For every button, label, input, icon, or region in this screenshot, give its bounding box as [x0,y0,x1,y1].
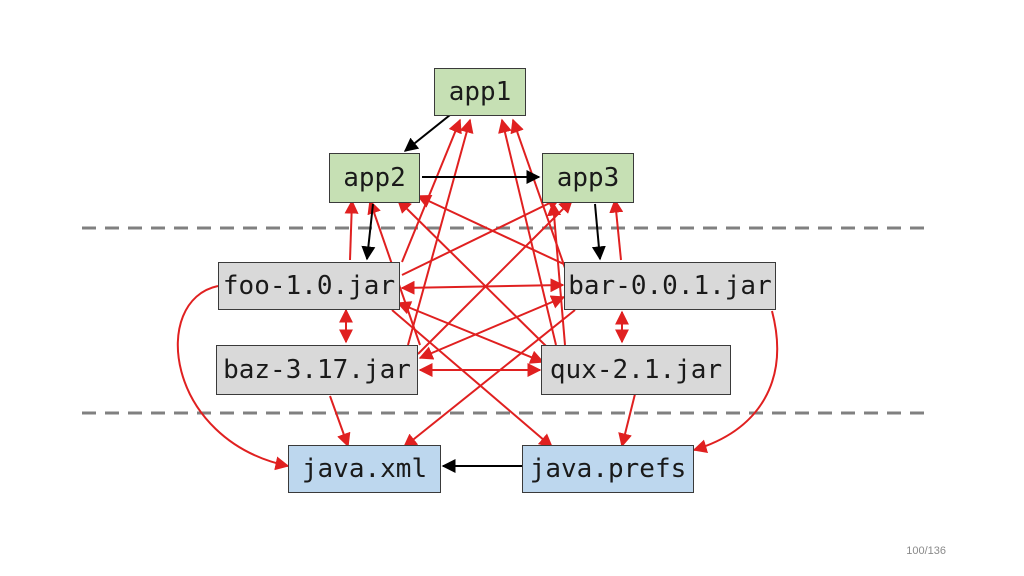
edge-baz-bar [418,295,566,360]
node-qux-jar: qux-2.1.jar [541,345,731,395]
node-app3: app3 [542,153,634,203]
page-number: 100/136 [906,545,946,557]
explicit-edges [361,114,606,473]
edge-foo-javaxml [176,285,290,471]
edge-foo-javaprefs [391,309,554,448]
node-java-xml: java.xml [288,445,441,493]
edge-baz-javaxml [329,395,351,448]
node-java-prefs: java.prefs [522,445,694,493]
edge-app2-foo [361,203,376,261]
edge-qux-javaprefs [618,393,636,448]
implicit-edges [176,118,779,471]
edge-bar-app1 [510,118,566,269]
edge-foo-bar [400,278,565,295]
edge-foo-app2 [344,199,359,261]
edge-bar-javaxml [402,309,576,448]
edge-app3-bar [591,203,606,261]
node-bar-jar: bar-0.0.1.jar [564,262,776,310]
node-baz-jar: baz-3.17.jar [216,345,418,395]
edge-app1-app2 [403,114,451,152]
edge-foo-app1 [401,118,462,263]
node-app1: app1 [434,68,526,116]
node-foo-jar: foo-1.0.jar [218,262,400,310]
edge-foo-app3 [401,197,562,276]
edge-bar-app3 [609,198,624,261]
node-app2: app2 [329,153,420,203]
edge-bar-javaprefs [692,310,779,454]
